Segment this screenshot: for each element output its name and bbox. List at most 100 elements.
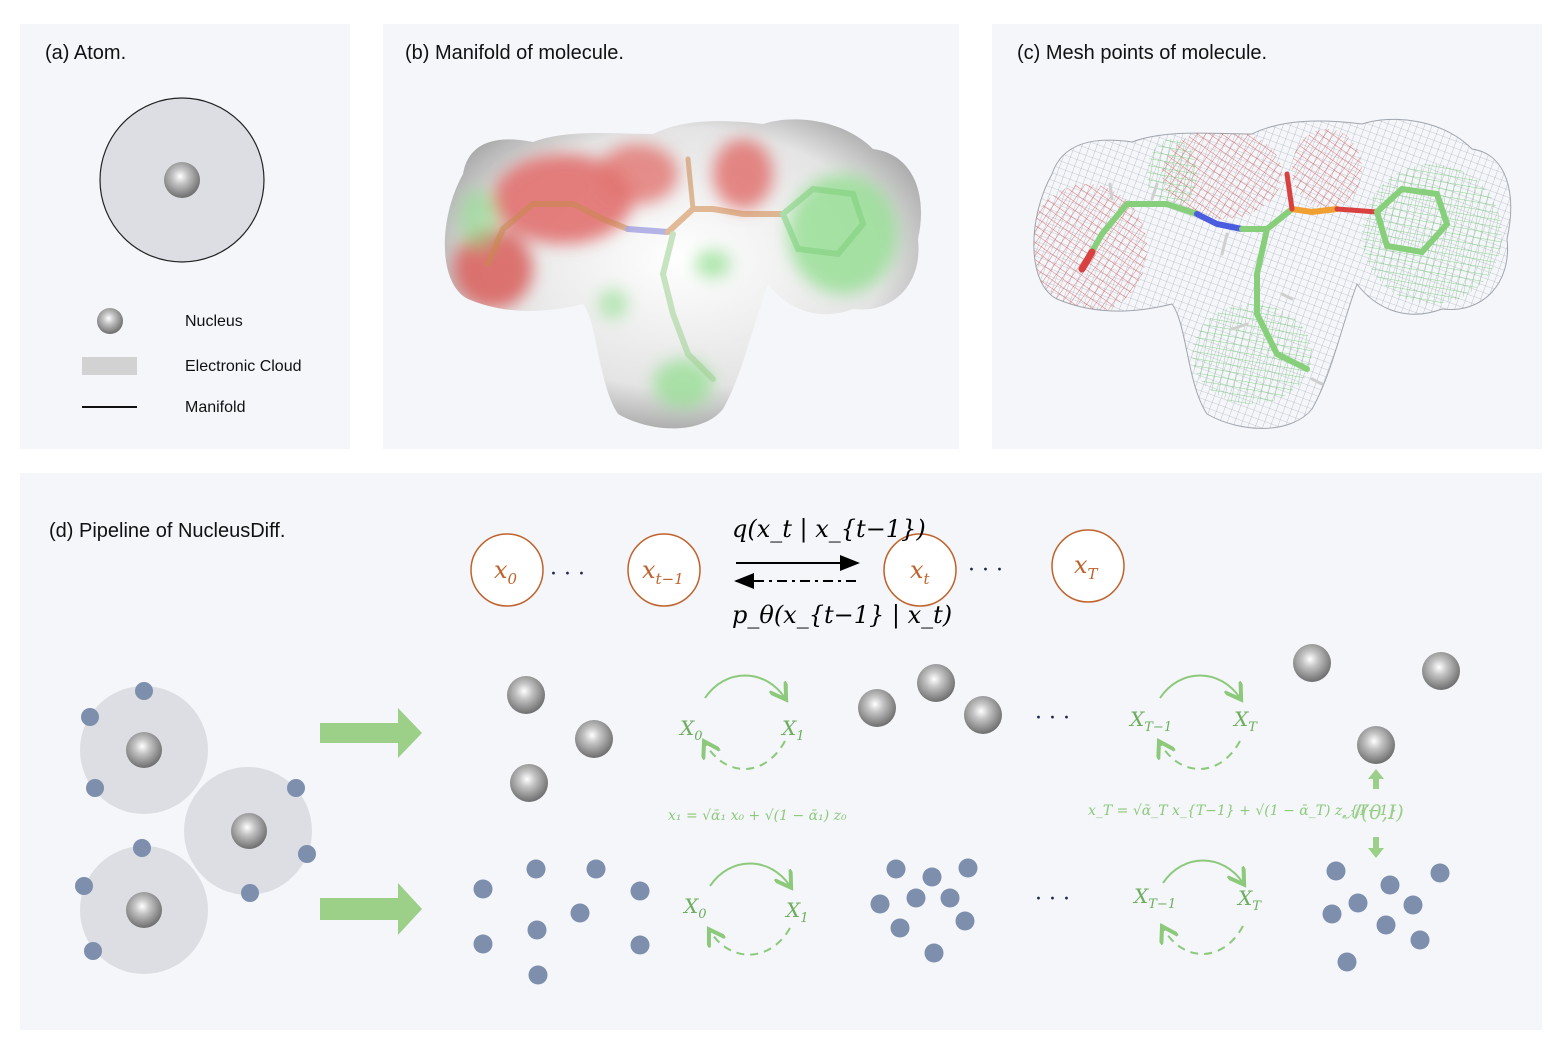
svg-text:XT−1: XT−1 bbox=[1132, 884, 1176, 912]
nucleus bbox=[1357, 726, 1395, 764]
panel-mesh: (c) Mesh points of molecule. bbox=[992, 24, 1542, 449]
loop-top-left: X0 X1 bbox=[678, 674, 805, 770]
panel-manifold: (b) Manifold of molecule. bbox=[383, 24, 959, 449]
legend-cloud-icon bbox=[82, 357, 137, 375]
svg-text:X0: X0 bbox=[678, 716, 703, 744]
electron bbox=[890, 918, 910, 938]
loop-bottom-right: XT−1 XT bbox=[1132, 859, 1262, 955]
state-xt-label: xt bbox=[910, 556, 931, 588]
electron bbox=[135, 682, 153, 700]
legend-nucleus-label: Nucleus bbox=[185, 313, 243, 330]
nucleus bbox=[917, 664, 955, 702]
formula-left: x₁ = √ᾱ₁ x₀ + √(1 − ᾱ₁) z₀ bbox=[668, 808, 847, 824]
noise-label: 𝒩(0,I) bbox=[1342, 800, 1404, 824]
pipeline-diagram: x0 xt−1 xt xT · · · · · · q(x_t | x_{t−1… bbox=[75, 515, 1460, 985]
molecule-surface-render bbox=[444, 119, 921, 429]
svg-text:X1: X1 bbox=[780, 716, 805, 744]
chain-ellipsis-left: · · · bbox=[550, 562, 585, 587]
electron bbox=[1337, 952, 1357, 972]
nucleus bbox=[507, 676, 545, 714]
electron bbox=[84, 942, 102, 960]
electron bbox=[886, 859, 906, 879]
electron bbox=[870, 894, 890, 914]
state-xt-circle bbox=[883, 533, 957, 607]
legend-manifold-label: Manifold bbox=[185, 399, 246, 416]
loop-top-right: XT−1 XT bbox=[1128, 674, 1258, 770]
electron bbox=[86, 779, 104, 797]
panel-manifold-title: (b) Manifold of molecule. bbox=[405, 42, 624, 64]
atom-illustration bbox=[82, 97, 265, 408]
panel-atom: (a) Atom. Nucleus Electronic Cloud Manif… bbox=[20, 24, 350, 449]
electron bbox=[1430, 863, 1450, 883]
electron bbox=[241, 884, 259, 902]
electron bbox=[922, 867, 942, 887]
electron bbox=[906, 888, 926, 908]
electron-branch-arrow bbox=[320, 883, 422, 935]
nucleus bbox=[1293, 644, 1331, 682]
forward-process-label: q(x_t | x_{t−1}) bbox=[732, 515, 926, 544]
panel-mesh-title: (c) Mesh points of molecule. bbox=[1017, 42, 1268, 64]
electron bbox=[526, 859, 546, 879]
atom-group bbox=[75, 682, 316, 974]
svg-text:X1: X1 bbox=[784, 898, 809, 926]
electron bbox=[586, 859, 606, 879]
loop-bottom-left: X0 X1 bbox=[682, 862, 809, 956]
nucleus-branch-arrow bbox=[320, 708, 422, 758]
nucleus bbox=[126, 892, 162, 928]
electron bbox=[528, 965, 548, 985]
nucleus bbox=[1422, 652, 1460, 690]
state-xT-circle bbox=[1051, 529, 1125, 603]
nucleus bbox=[964, 696, 1002, 734]
electron bbox=[1322, 904, 1342, 924]
molecule-sticks-b bbox=[485, 156, 867, 382]
panel-atom-title: (a) Atom. bbox=[45, 42, 127, 64]
electron bbox=[75, 877, 93, 895]
electron bbox=[630, 881, 650, 901]
electron bbox=[298, 845, 316, 863]
electron bbox=[1326, 861, 1346, 881]
nucleus bbox=[510, 764, 548, 802]
state-xT-label: xT bbox=[1074, 551, 1099, 583]
top-ellipsis: · · · bbox=[1035, 706, 1070, 731]
state-xt1-circle bbox=[627, 533, 701, 607]
electron bbox=[133, 839, 151, 857]
electron bbox=[955, 911, 975, 931]
svg-text:XT: XT bbox=[1232, 707, 1258, 735]
svg-text:X0: X0 bbox=[682, 894, 707, 922]
svg-text:XT: XT bbox=[1236, 886, 1262, 914]
electron bbox=[527, 920, 547, 940]
nucleus bbox=[126, 732, 162, 768]
electron bbox=[473, 934, 493, 954]
nucleus bbox=[575, 720, 613, 758]
formula-right: x_T = √ᾱ_T x_{T−1} + √(1 − ᾱ_T) z_{T−1} bbox=[1088, 803, 1397, 819]
electron bbox=[924, 943, 944, 963]
nucleus bbox=[858, 689, 896, 727]
state-x0-circle bbox=[470, 533, 544, 607]
panel-pipeline: (d) Pipeline of NucleusDiff. x0 bbox=[20, 473, 1542, 1030]
reverse-process-label: p_θ(x_{t−1} | x_t) bbox=[732, 601, 952, 630]
noise-prior: 𝒩(0,I) bbox=[1342, 769, 1404, 858]
electron bbox=[1376, 915, 1396, 935]
electron bbox=[630, 935, 650, 955]
electron bbox=[1403, 895, 1423, 915]
bottom-ellipsis: · · · bbox=[1035, 887, 1070, 912]
electron bbox=[473, 879, 493, 899]
nucleus bbox=[231, 813, 267, 849]
electron bbox=[958, 858, 978, 878]
electron bbox=[81, 708, 99, 726]
electron bbox=[570, 903, 590, 923]
atom-nucleus bbox=[164, 162, 200, 198]
state-chain: x0 xt−1 xt xT · · · · · · q(x_t | x_{t−1… bbox=[470, 515, 1125, 630]
nuclei-row bbox=[507, 644, 1460, 802]
molecule-mesh-render bbox=[1033, 118, 1512, 429]
electron bbox=[940, 888, 960, 908]
electron bbox=[1410, 930, 1430, 950]
electrons-row bbox=[473, 858, 1450, 985]
legend-cloud-label: Electronic Cloud bbox=[185, 358, 302, 375]
electron bbox=[1348, 893, 1368, 913]
state-x0-label: x0 bbox=[494, 556, 518, 588]
svg-text:XT−1: XT−1 bbox=[1128, 707, 1172, 735]
chain-ellipsis-right: · · · bbox=[968, 558, 1003, 583]
electron bbox=[287, 779, 305, 797]
state-xt1-label: xt−1 bbox=[642, 556, 684, 588]
